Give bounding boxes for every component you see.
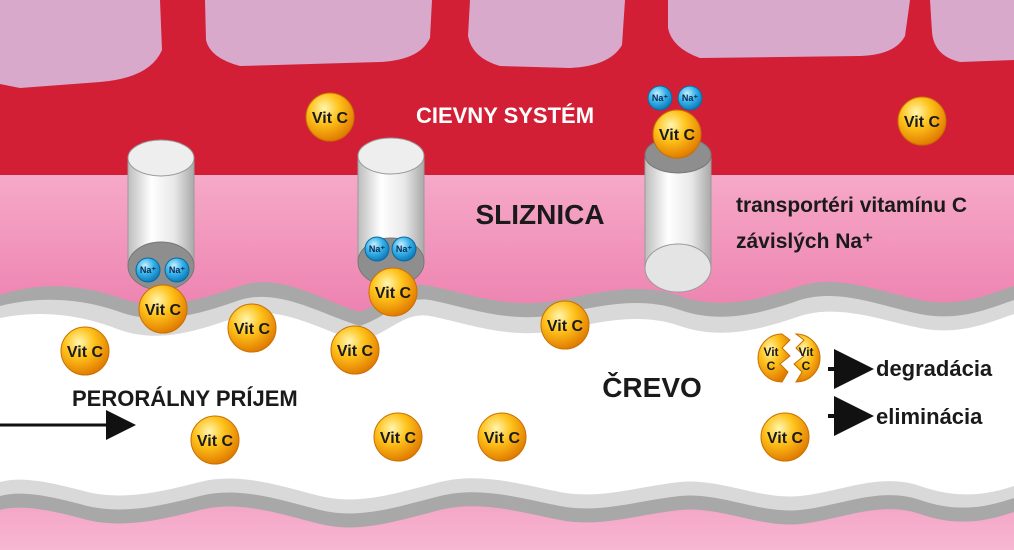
vitamin-c-molecule-icon: Vit C: [330, 325, 380, 375]
vitamin-c-label: Vit C: [484, 430, 521, 447]
intestine-label: ČREVO: [602, 371, 702, 403]
vitamin-c-molecule-icon: Vit C: [138, 284, 188, 334]
sodium-label: Na⁺: [682, 93, 699, 103]
vitamin-c-label: Vit C: [197, 433, 234, 450]
vitamin-c-label: Vit C: [145, 302, 182, 319]
svg-text:C: C: [802, 359, 811, 373]
vitamin-c-molecule-icon: Vit C: [477, 412, 527, 462]
vitamin-c-molecule-icon: Vit C: [373, 412, 423, 462]
transporter-2: [357, 137, 425, 287]
sodium-ion-icon: Na⁺: [135, 257, 161, 283]
transporter-3: [644, 136, 712, 293]
vitamin-c-label: Vit C: [375, 285, 412, 302]
vitamin-c-molecule-icon: Vit C: [897, 96, 947, 146]
sodium-label: Na⁺: [369, 244, 386, 254]
vitamin-c-molecule-icon: Vit C: [227, 303, 277, 353]
oral-intake-label: PERORÁLNY PRÍJEM: [72, 386, 298, 411]
vitamin-c-molecule-icon: Vit C: [540, 300, 590, 350]
transporters-label-line1: transportéri vitamínu C: [736, 194, 967, 217]
sodium-ion-icon: Na⁺: [364, 236, 390, 262]
vitamin-c-label: Vit C: [67, 344, 104, 361]
sodium-label: Na⁺: [169, 265, 186, 275]
blood-cell: [468, 0, 625, 68]
elimination-label: eliminácia: [876, 404, 983, 429]
vascular-system-label: CIEVNY SYSTÉM: [416, 103, 594, 128]
vitamin-c-molecule-icon: Vit C: [368, 267, 418, 317]
mucosa-label: SLIZNICA: [475, 199, 604, 230]
vitamin-c-label: Vit C: [659, 127, 696, 144]
sodium-ions: Na⁺ Na⁺ Na⁺ Na⁺ Na⁺ Na⁺: [135, 85, 703, 283]
vitamin-c-molecule-icon: Vit C: [60, 326, 110, 376]
sodium-ion-icon: Na⁺: [677, 85, 703, 111]
vitamin-c-molecule-icon: Vit C: [760, 412, 810, 462]
svg-text:C: C: [767, 359, 776, 373]
vitamin-c-molecule-icon: Vit C: [652, 109, 702, 159]
blood-cell: [205, 0, 432, 66]
vitamin-c-label: Vit C: [234, 321, 271, 338]
degradation-label: degradácia: [876, 356, 993, 381]
vitamin-c-label: Vit C: [904, 114, 941, 131]
sodium-ion-icon: Na⁺: [647, 85, 673, 111]
vitamin-c-molecule-icon: Vit C: [305, 92, 355, 142]
sodium-label: Na⁺: [396, 244, 413, 254]
vitamin-c-label: Vit C: [547, 318, 584, 335]
transporters-label-line2: závislých Na⁺: [736, 230, 873, 253]
vitamin-c-label: Vit C: [312, 110, 349, 127]
sodium-ion-icon: Na⁺: [391, 236, 417, 262]
sodium-ion-icon: Na⁺: [164, 257, 190, 283]
svg-text:Vit: Vit: [798, 345, 813, 359]
svg-text:Vit: Vit: [763, 345, 778, 359]
blood-cell: [930, 0, 1014, 62]
vitamin-c-molecule-icon: Vit C: [190, 415, 240, 465]
blood-cell: [0, 0, 162, 88]
broken-vitamin-c-icon: Vit C Vit C: [757, 333, 821, 383]
vitamin-c-label: Vit C: [767, 430, 804, 447]
sodium-label: Na⁺: [140, 265, 157, 275]
sodium-label: Na⁺: [652, 93, 669, 103]
blood-cell: [668, 0, 910, 58]
vitamin-c-label: Vit C: [380, 430, 417, 447]
vitamin-c-label: Vit C: [337, 343, 374, 360]
